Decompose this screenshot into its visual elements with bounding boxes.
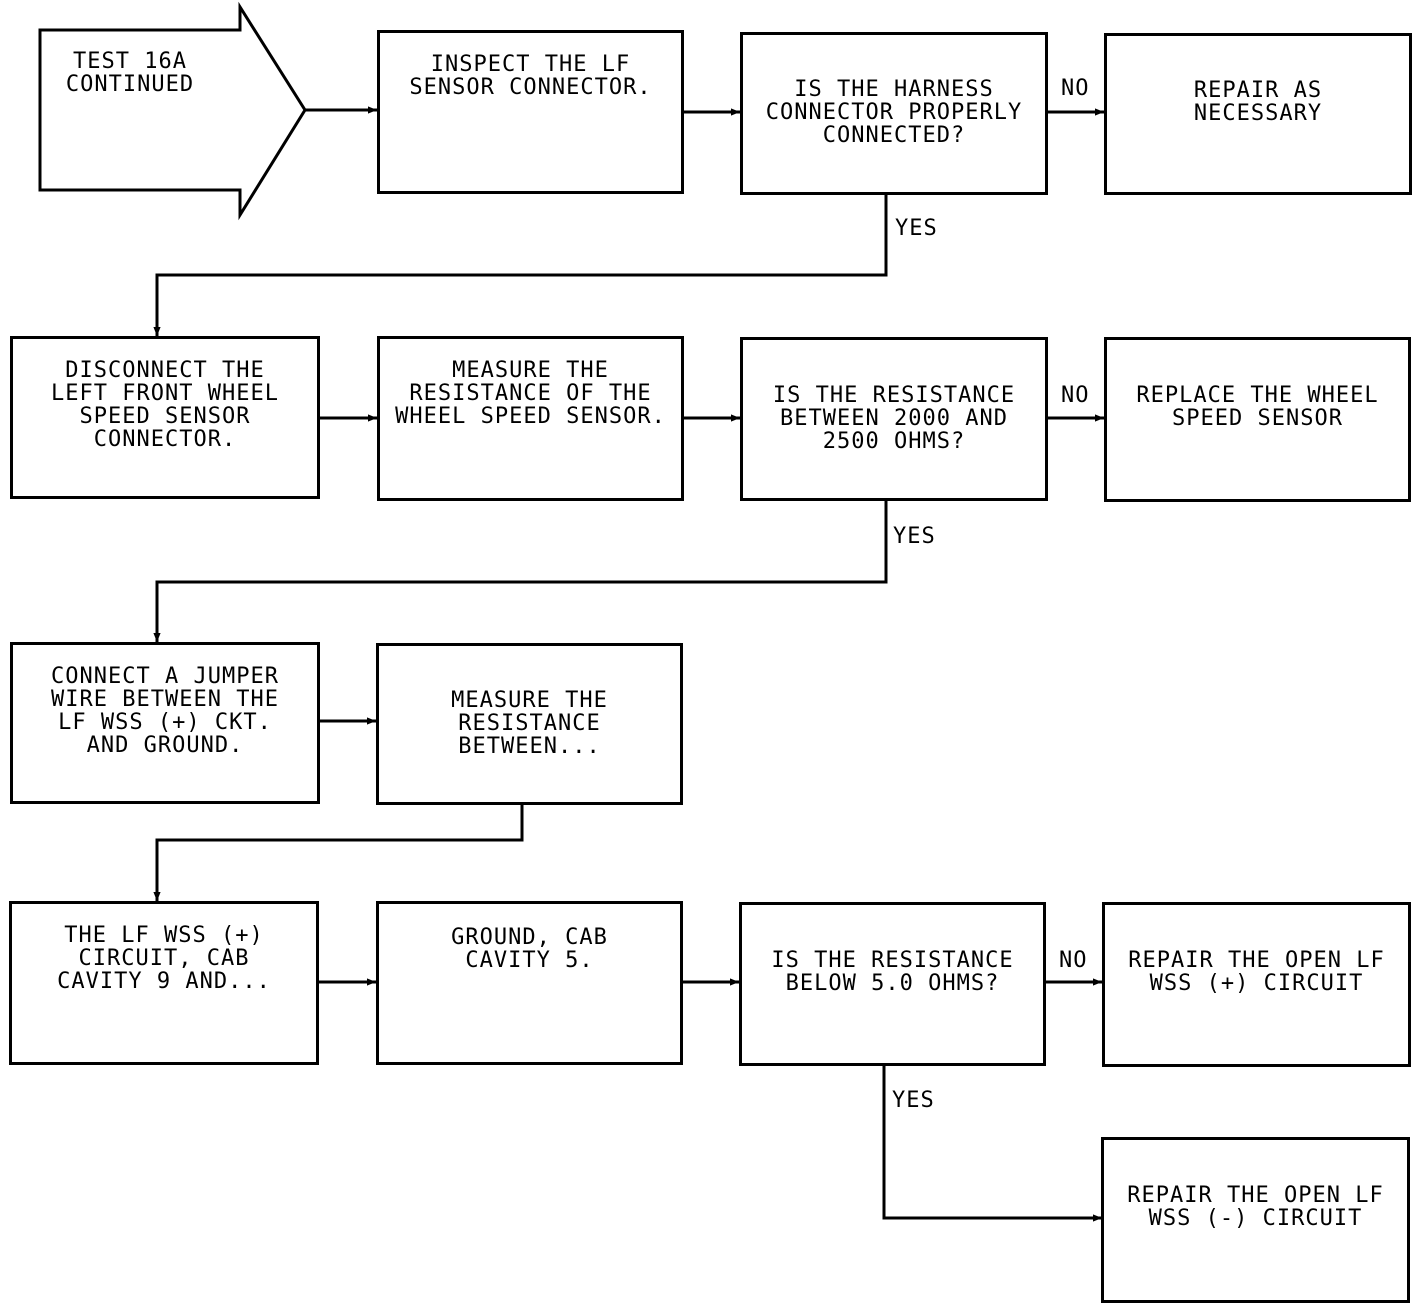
start-arrow-shape [38, 1, 307, 221]
replace-sensor-text: REPLACE THE WHEEL SPEED SENSOR [1136, 383, 1379, 431]
below-five-ohms-question-box: IS THE RESISTANCE BELOW 5.0 OHMS? [739, 902, 1046, 1066]
connect-jumper-box: CONNECT A JUMPER WIRE BETWEEN THE LF WSS… [10, 642, 320, 804]
measure-between-box: MEASURE THE RESISTANCE BETWEEN... [376, 643, 683, 805]
repair-open-plus-circuit-text: REPAIR THE OPEN LF WSS (+) CIRCUIT [1128, 948, 1385, 996]
lf-wss-circuit-text: THE LF WSS (+) CIRCUIT, CAB CAVITY 9 AND… [57, 923, 271, 994]
measure-sensor-resistance-box: MEASURE THE RESISTANCE OF THE WHEEL SPEE… [377, 336, 684, 501]
connector-measure-to-circuit [153, 804, 524, 901]
below5-no-label: NO [1059, 948, 1088, 973]
connector-resistance-yes [153, 501, 888, 642]
resistance-yes-label: YES [893, 524, 936, 549]
repair-open-minus-circuit-box: REPAIR THE OPEN LF WSS (-) CIRCUIT [1101, 1137, 1410, 1303]
ground-cab-cavity-box: GROUND, CAB CAVITY 5. [376, 901, 683, 1065]
below5-yes-label: YES [892, 1088, 935, 1113]
connect-jumper-text: CONNECT A JUMPER WIRE BETWEEN THE LF WSS… [51, 664, 279, 758]
lf-wss-circuit-box: THE LF WSS (+) CIRCUIT, CAB CAVITY 9 AND… [9, 901, 319, 1065]
resistance-range-question-text: IS THE RESISTANCE BETWEEN 2000 AND 2500 … [772, 383, 1016, 454]
harness-connected-question-text: IS THE HARNESS CONNECTOR PROPERLY CONNEC… [765, 77, 1023, 148]
ground-cab-cavity-text: GROUND, CAB CAVITY 5. [451, 925, 608, 973]
replace-sensor-box: REPLACE THE WHEEL SPEED SENSOR [1104, 337, 1411, 502]
disconnect-sensor-text: DISCONNECT THE LEFT FRONT WHEEL SPEED SE… [51, 358, 279, 452]
connector-below5-yes [882, 1065, 1102, 1222]
resistance-no-label: NO [1061, 383, 1090, 408]
inspect-connector-text: INSPECT THE LF SENSOR CONNECTOR. [409, 52, 652, 100]
disconnect-sensor-box: DISCONNECT THE LEFT FRONT WHEEL SPEED SE… [10, 336, 320, 499]
repair-open-plus-circuit-box: REPAIR THE OPEN LF WSS (+) CIRCUIT [1102, 902, 1411, 1067]
harness-connected-question-box: IS THE HARNESS CONNECTOR PROPERLY CONNEC… [740, 32, 1048, 195]
repair-as-necessary-box: REPAIR AS NECESSARY [1104, 33, 1412, 195]
harness-no-label: NO [1061, 76, 1090, 101]
connector-harness-yes [153, 194, 888, 336]
measure-between-text: MEASURE THE RESISTANCE BETWEEN... [451, 688, 608, 759]
start-label: TEST 16A CONTINUED [65, 49, 195, 97]
resistance-range-question-box: IS THE RESISTANCE BETWEEN 2000 AND 2500 … [740, 337, 1048, 501]
repair-as-necessary-text: REPAIR AS NECESSARY [1193, 78, 1323, 126]
below-five-ohms-question-text: IS THE RESISTANCE BELOW 5.0 OHMS? [771, 948, 1014, 996]
harness-yes-label: YES [895, 216, 938, 241]
repair-open-minus-circuit-text: REPAIR THE OPEN LF WSS (-) CIRCUIT [1127, 1183, 1384, 1231]
measure-sensor-resistance-text: MEASURE THE RESISTANCE OF THE WHEEL SPEE… [395, 358, 666, 429]
inspect-connector-box: INSPECT THE LF SENSOR CONNECTOR. [377, 30, 684, 194]
